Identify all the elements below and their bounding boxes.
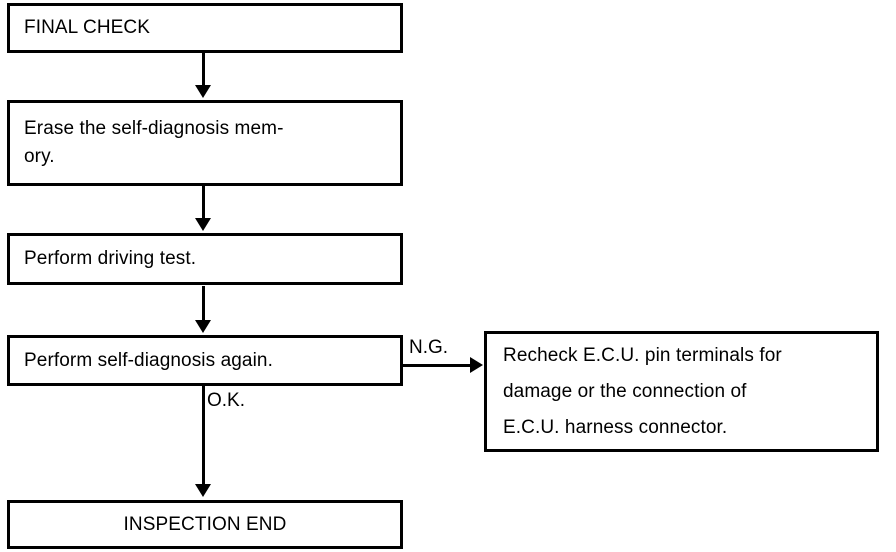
arrow-down-icon: [195, 85, 211, 98]
flow-node-inspection-end-label: INSPECTION END: [123, 513, 287, 535]
flow-node-final-check-label: FINAL CHECK: [24, 17, 151, 38]
flow-node-inspection-end: INSPECTION END: [7, 500, 403, 549]
arrow-down-icon: [195, 484, 211, 497]
flow-node-recheck-ecu: Recheck E.C.U. pin terminals for damage …: [484, 331, 879, 452]
arrow-down-icon: [195, 218, 211, 231]
flow-node-driving-test: Perform driving test.: [7, 233, 403, 285]
flow-node-erase-memory-label: Erase the self-diagnosis mem- ory.: [24, 118, 284, 167]
arrow-right-icon: [470, 357, 483, 373]
flow-node-erase-memory: Erase the self-diagnosis mem- ory.: [7, 100, 403, 186]
flow-node-recheck-ecu-label: Recheck E.C.U. pin terminals for damage …: [503, 344, 782, 438]
flow-node-self-diagnosis: Perform self-diagnosis again.: [7, 335, 403, 386]
flow-node-driving-test-label: Perform driving test.: [24, 248, 197, 269]
connector-self-diagnosis-to-recheck-ecu: [403, 364, 475, 367]
flow-node-self-diagnosis-label: Perform self-diagnosis again.: [24, 349, 273, 371]
edge-label-ng: N.G.: [409, 337, 449, 358]
edge-label-ok: O.K.: [207, 390, 246, 411]
connector-driving-test-to-self-diagnosis: [202, 286, 205, 322]
connector-erase-memory-to-driving-test: [202, 186, 205, 220]
connector-final-check-to-erase-memory: [202, 53, 205, 88]
flow-node-final-check: FINAL CHECK: [7, 3, 403, 53]
arrow-down-icon: [195, 320, 211, 333]
connector-self-diagnosis-to-inspection-end: [202, 386, 205, 486]
